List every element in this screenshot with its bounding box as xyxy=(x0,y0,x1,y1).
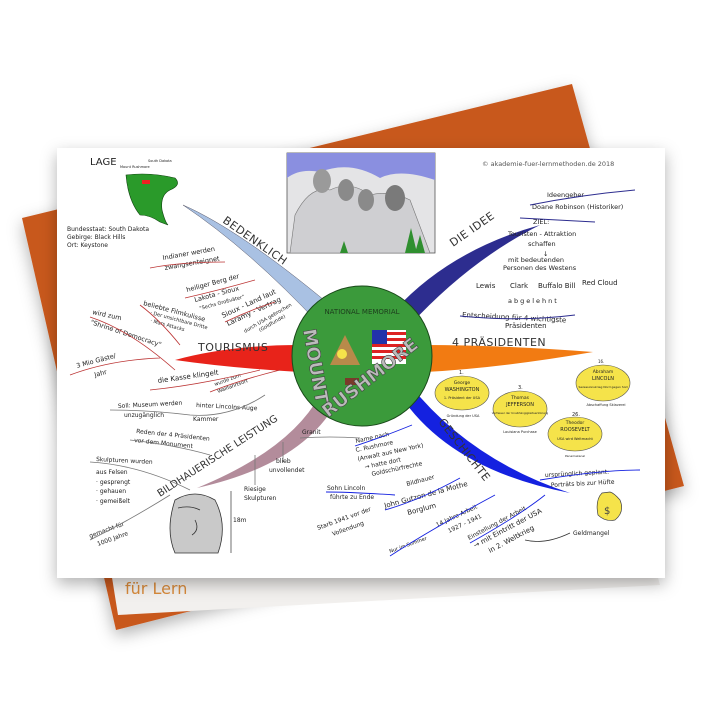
lage-title: LAGE xyxy=(90,157,117,168)
node-text: ursprünglich geplant: xyxy=(545,469,610,479)
hammer-icon xyxy=(345,378,359,385)
node-text: Touristen - Attraktion xyxy=(507,230,576,238)
connector-line xyxy=(89,394,361,541)
node-text: Riesige xyxy=(244,486,266,493)
connector-line xyxy=(459,189,636,320)
president-last-name: WASHINGTON xyxy=(445,387,480,393)
map-label-mount-rushmore: Mount Rushmore xyxy=(120,165,150,169)
lage-fact: Gebirge: Black Hills xyxy=(67,234,125,241)
node-text: Skulpturen xyxy=(244,495,277,502)
center-top: NATIONAL MEMORIAL xyxy=(324,308,399,316)
node-text: mit bedeutenden xyxy=(508,256,564,264)
president-last-name: LINCOLN xyxy=(592,376,614,382)
node-text: unvollendet xyxy=(269,467,305,474)
president-description: USA wird Weltmacht xyxy=(557,437,593,441)
node-text: führte zu Ende xyxy=(330,494,374,501)
down-arrow-icon: ↓ xyxy=(543,250,548,258)
smiley-icon xyxy=(337,349,347,359)
copyright: © akademie-fuer-lernmethoden.de 2018 xyxy=(482,160,614,168)
node-text: Jahr xyxy=(92,368,108,379)
node-text: Präsidenten xyxy=(505,322,547,330)
node-text: Soll: Museum werden xyxy=(118,400,183,410)
president-first-name: Abraham xyxy=(593,369,614,375)
node-text: Doane Robinson (Historiker) xyxy=(532,203,623,211)
node-text: · gesprengt xyxy=(96,479,131,486)
branch-praesidenten xyxy=(425,345,593,372)
flag-icon xyxy=(372,330,406,364)
president-first-name: Thomas xyxy=(510,395,529,401)
node-text: hinter Lincolns Auge xyxy=(196,402,258,412)
president-first-name: Theodor xyxy=(565,420,585,426)
node-text: · gemeißelt xyxy=(96,498,131,505)
node-text: Ideengeber xyxy=(547,191,584,199)
president-jefferson: 3. Thomas JEFFERSON Verfasser der Unabhä… xyxy=(492,385,549,434)
president-number: 3. xyxy=(518,385,523,391)
node-text: abgelehnt xyxy=(508,297,559,305)
node-text: unzugänglich xyxy=(124,412,164,419)
branch-label-praesidenten: 4 PRÄSIDENTEN xyxy=(452,336,546,349)
node-text: Sohn Lincoln xyxy=(327,485,365,492)
node-text: Kammer xyxy=(193,416,219,423)
lage-fact: Bundesstaat: South Dakota xyxy=(67,226,149,233)
president-description: 1. Präsident der USA xyxy=(444,396,481,400)
node-text: Clark xyxy=(510,282,529,290)
connector-line xyxy=(325,424,641,557)
president-lincoln: 16. Abraham LINCOLN Sezessionskrieg Nord… xyxy=(575,359,631,407)
president-washington: 1. George WASHINGTON 1. Präsident der US… xyxy=(434,370,490,418)
arrow-line xyxy=(524,532,571,542)
president-description: Verfasser der Unabhängigkeitserklärung xyxy=(492,411,549,415)
president-roosevelt: 26. Theodor ROOSEVELT USA wird Weltmacht… xyxy=(547,412,603,458)
south-dakota-marker xyxy=(142,180,150,184)
president-last-name: JEFFERSON xyxy=(505,402,534,408)
money-bag-icon: $ xyxy=(596,491,622,521)
president-number: 26. xyxy=(572,412,580,418)
node-text: Lewis xyxy=(476,282,496,290)
node-text: Red Cloud xyxy=(582,279,618,287)
connector-line xyxy=(69,261,281,393)
branch-label-tourismus: TOURISMUS xyxy=(197,341,268,354)
node-text: aus Felsen xyxy=(96,469,128,476)
node-text: Porträts bis zur Hüfte xyxy=(551,479,615,489)
map-label-south-dakota: South Dakota xyxy=(148,159,172,163)
president-last-name: ROOSEVELT xyxy=(560,427,590,433)
washington-sketch xyxy=(169,493,223,554)
branch-idee xyxy=(395,225,540,325)
president-note: Gründung der USA xyxy=(447,414,480,418)
node-text: schaffen xyxy=(528,240,556,248)
branch-bedenklich xyxy=(182,204,331,326)
svg-text:$: $ xyxy=(604,506,610,517)
president-number: 16. xyxy=(598,359,604,364)
node-text: 18m xyxy=(233,517,247,524)
president-note: Louisiana Purchase xyxy=(503,430,537,434)
node-text: · gehauen xyxy=(96,488,126,495)
usa-map xyxy=(125,173,178,226)
book-cover-text: für Lern xyxy=(125,579,187,598)
node-text: ZIEL: xyxy=(533,218,549,226)
branch-tourismus xyxy=(175,345,300,372)
president-first-name: George xyxy=(454,380,471,386)
lage-fact: Ort: Keystone xyxy=(67,242,108,249)
president-number: 1. xyxy=(459,370,464,376)
node-text: Personen des Westens xyxy=(503,264,577,272)
node-text: blieb xyxy=(276,458,291,465)
central-topic xyxy=(291,285,433,427)
node-text: Granit xyxy=(302,429,321,436)
president-note: Panamakanal xyxy=(565,454,585,458)
president-note: Abschaffung Sklaverei xyxy=(587,403,626,407)
node-text: Skulpturen wurden xyxy=(96,456,153,466)
node-text: Geldmangel xyxy=(573,530,610,537)
monument-illustration xyxy=(286,152,436,254)
node-text: Buffalo Bill xyxy=(538,282,575,290)
president-description: Sezessionskrieg Nord gegen Süd xyxy=(578,385,627,389)
